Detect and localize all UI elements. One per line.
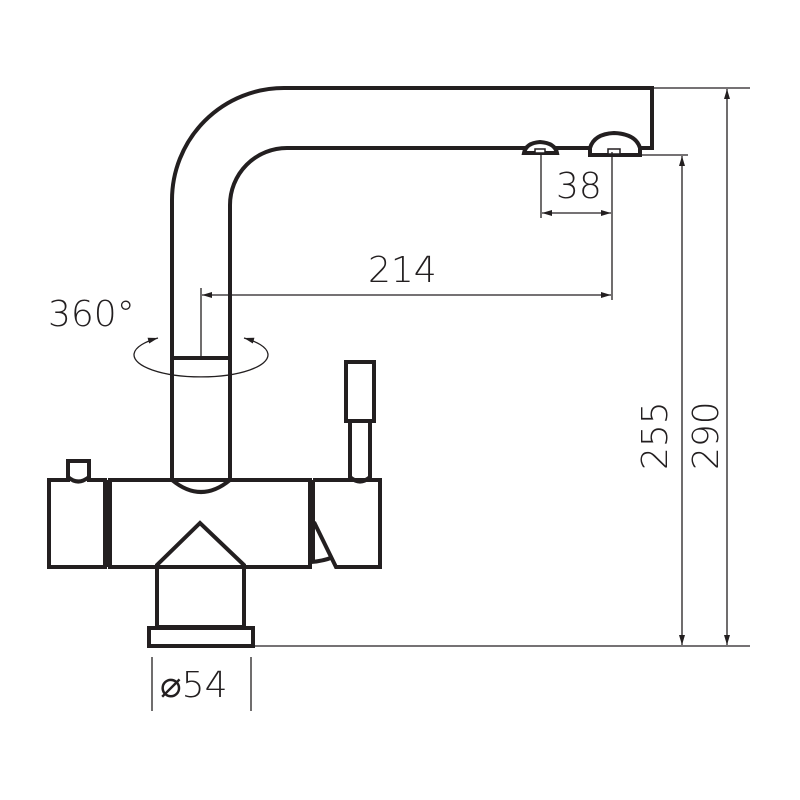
height-dimensions: 255 290 xyxy=(253,87,750,647)
base-plate xyxy=(147,626,255,648)
base-diameter-label: ⌀54 xyxy=(160,665,227,706)
base-diameter-dimension: ⌀54 xyxy=(151,657,252,711)
aerator-small xyxy=(521,139,560,155)
rotation-indicator: 360° xyxy=(48,288,269,378)
rotation-label: 360° xyxy=(48,294,135,335)
left-cap xyxy=(47,478,107,569)
spout xyxy=(170,86,654,478)
lever-handle xyxy=(344,360,376,423)
outlet-height-label: 255 xyxy=(635,401,676,470)
base-stem xyxy=(155,565,246,629)
total-height-label: 290 xyxy=(686,401,727,470)
main-housing xyxy=(108,478,312,569)
reach-label: 214 xyxy=(368,250,437,291)
reach-dimension: 214 xyxy=(202,152,613,300)
left-knob xyxy=(66,459,91,482)
faucet-body xyxy=(47,360,382,648)
aerator-main xyxy=(588,130,642,157)
aerator-spacing-label: 38 xyxy=(556,166,602,207)
aerator-spacing-dimension: 38 xyxy=(540,153,611,218)
